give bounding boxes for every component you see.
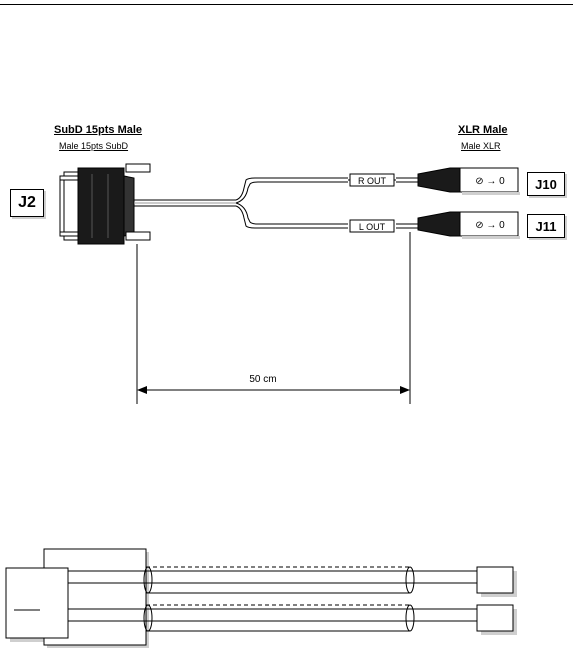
xlr-r-symbol: ⊘ → 0 [475, 176, 505, 187]
subd-connector-drawing [60, 164, 150, 244]
l-out-tag: L OUT [350, 220, 418, 232]
dimension-label: 50 cm [249, 374, 276, 385]
l-out-label: L OUT [359, 222, 386, 232]
r-out-label: R OUT [358, 176, 387, 186]
xlr-connector-l-drawing: ⊘ → 0 [418, 212, 520, 239]
xlr-l-symbol: ⊘ → 0 [475, 220, 505, 231]
r-out-tag: R OUT [348, 174, 418, 186]
dimension-marker: 50 cm [137, 232, 410, 404]
xlr-connector-r-drawing: ⊘ → 0 [418, 168, 520, 195]
main-cable [134, 178, 348, 228]
schematic-drawing [6, 549, 517, 648]
